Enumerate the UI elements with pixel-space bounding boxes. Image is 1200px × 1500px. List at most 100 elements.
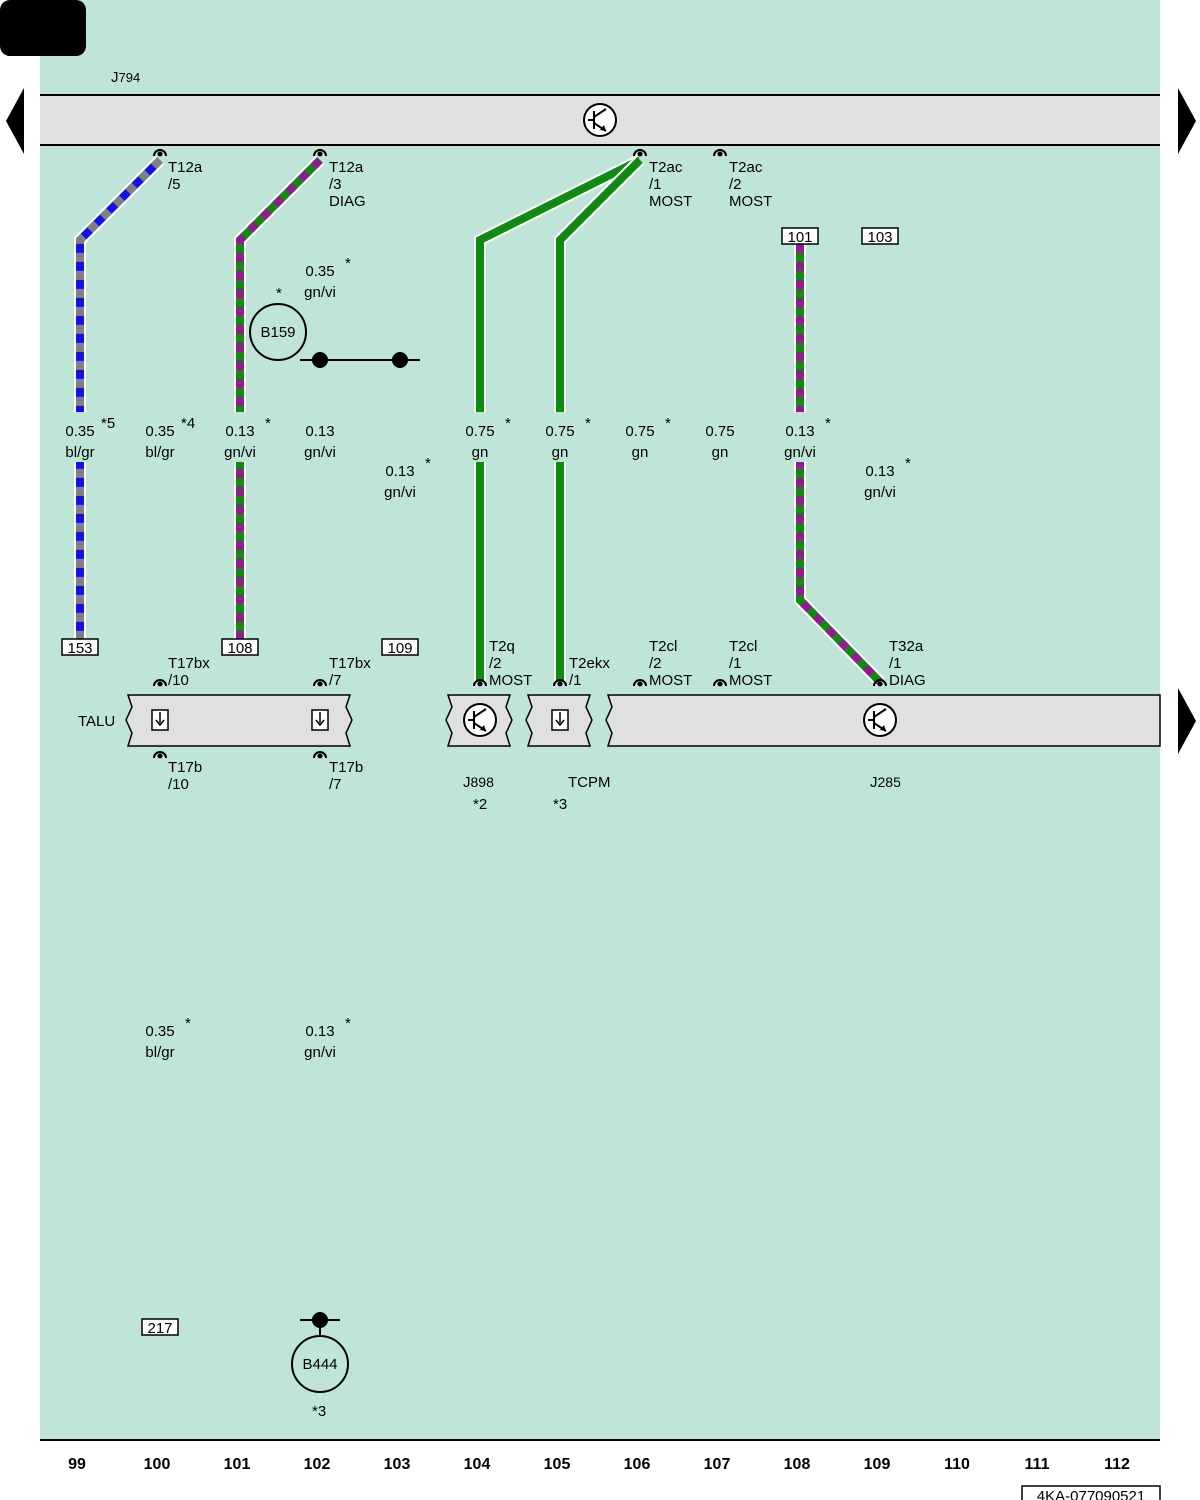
svg-text:T17b: T17b — [329, 759, 363, 776]
reference-box: 153 — [61, 638, 99, 657]
svg-text:217: 217 — [147, 1320, 172, 1337]
svg-text:0.75: 0.75 — [465, 423, 494, 440]
talu-label: TALU — [78, 713, 115, 730]
svg-text:T12a: T12a — [329, 159, 364, 176]
svg-text:T2ac: T2ac — [729, 159, 763, 176]
column-number: 109 — [864, 1456, 891, 1473]
j794-label: J794 — [111, 69, 140, 86]
column-number: 107 — [704, 1456, 731, 1473]
connector-label: T32a /1 DIAG — [889, 638, 926, 689]
wire-label: 0.13 gn/vi * — [864, 455, 911, 501]
svg-text:0.75: 0.75 — [705, 423, 734, 440]
reference-box: 101 — [781, 227, 819, 246]
svg-text:153: 153 — [67, 640, 92, 657]
svg-text:T12a: T12a — [168, 159, 203, 176]
svg-text:gn/vi: gn/vi — [864, 484, 896, 501]
svg-text:/10: /10 — [168, 776, 189, 793]
wire-label: 0.13 gn/vi * — [784, 415, 831, 461]
svg-text:MOST: MOST — [729, 193, 772, 210]
wire-layer — [74, 154, 886, 1320]
svg-text:gn/vi: gn/vi — [224, 444, 256, 461]
svg-text:bl/gr: bl/gr — [65, 444, 94, 461]
wire-label: 0.75 gn * — [625, 415, 671, 461]
connector-label: T2ac /2 MOST — [729, 159, 772, 210]
tcpm-label: TCPM — [568, 774, 611, 791]
svg-text:*: * — [185, 1015, 191, 1032]
svg-text:/2: /2 — [489, 655, 502, 672]
svg-text:bl/gr: bl/gr — [145, 1044, 174, 1061]
svg-text:MOST: MOST — [489, 672, 532, 689]
j898-label: J898 — [463, 774, 494, 791]
svg-text:*: * — [265, 415, 271, 432]
b444-label: B444 — [302, 1356, 337, 1373]
column-number: 99 — [68, 1456, 86, 1473]
wire — [234, 155, 325, 640]
svg-text:T2cl: T2cl — [729, 638, 757, 655]
nav-left-arrow[interactable] — [6, 88, 24, 154]
nav-right-arrow-bottom[interactable] — [1178, 688, 1196, 754]
svg-text:*5: *5 — [101, 415, 115, 432]
wire — [74, 155, 165, 640]
svg-text:DIAG: DIAG — [889, 672, 926, 689]
column-number: 100 — [144, 1456, 171, 1473]
b444-component — [291, 1335, 349, 1393]
svg-text:0.13: 0.13 — [865, 463, 894, 480]
svg-text:T2q: T2q — [489, 638, 515, 655]
svg-text:*: * — [905, 455, 911, 472]
svg-text:0.13: 0.13 — [225, 423, 254, 440]
wire — [474, 154, 643, 682]
reference-box: 103 — [861, 227, 899, 246]
talu-terminal-icon — [311, 709, 329, 731]
wire-label: 0.13 gn/vi * — [224, 415, 271, 461]
wire-label: 0.13 gn/vi * — [304, 1015, 351, 1061]
svg-text:/5: /5 — [168, 176, 181, 193]
connector-label: T12a /5 — [168, 159, 203, 193]
svg-text:/2: /2 — [649, 655, 662, 672]
wire-label: 0.13 gn/vi * — [384, 455, 431, 501]
svg-text:gn/vi: gn/vi — [784, 444, 816, 461]
svg-text:gn/vi: gn/vi — [384, 484, 416, 501]
wire — [794, 244, 885, 687]
nav-right-arrow-top[interactable] — [1178, 88, 1196, 154]
page-tab — [0, 0, 86, 56]
wire — [554, 155, 645, 682]
svg-text:0.75: 0.75 — [625, 423, 654, 440]
svg-text:gn/vi: gn/vi — [304, 1044, 336, 1061]
svg-text:gn/vi: gn/vi — [304, 444, 336, 461]
svg-text:103: 103 — [867, 229, 892, 246]
column-number: 112 — [1104, 1456, 1130, 1473]
splice-dot — [392, 352, 408, 368]
svg-text:/1: /1 — [729, 655, 742, 672]
wire-label: 0.13 gn/vi — [304, 423, 336, 461]
svg-text:0.35: 0.35 — [305, 263, 334, 280]
svg-text:MOST: MOST — [649, 193, 692, 210]
wire-label: 0.75 gn * — [545, 415, 591, 461]
reference-box: 217 — [141, 1318, 179, 1337]
wire-label: 0.35 bl/gr *4 — [145, 415, 195, 461]
wire-label: 0.75 gn — [705, 423, 734, 461]
tcpm-note: *3 — [553, 796, 567, 813]
talu-terminal-icon — [151, 709, 169, 731]
svg-text:/2: /2 — [729, 176, 742, 193]
svg-text:T17bx: T17bx — [168, 655, 210, 672]
svg-text:*: * — [665, 415, 671, 432]
svg-text:MOST: MOST — [649, 672, 692, 689]
svg-text:0.13: 0.13 — [785, 423, 814, 440]
footer-code: 4KA-077090521 — [1021, 1485, 1161, 1500]
svg-text:0.13: 0.13 — [385, 463, 414, 480]
svg-text:/1: /1 — [569, 672, 582, 689]
svg-text:/10: /10 — [168, 672, 189, 689]
column-number: 105 — [544, 1456, 571, 1473]
j898-note: *2 — [473, 796, 487, 813]
j898-transistor-icon — [463, 703, 497, 737]
connector-label: T17bx /10 — [168, 655, 210, 689]
b159-label: B159 — [260, 324, 295, 341]
svg-text:T17b: T17b — [168, 759, 202, 776]
svg-text:/7: /7 — [329, 776, 342, 793]
wire-label: 0.35 bl/gr *5 — [65, 415, 115, 461]
b159-note: * — [276, 285, 282, 302]
column-number: 101 — [224, 1456, 251, 1473]
b159-component — [249, 303, 307, 361]
